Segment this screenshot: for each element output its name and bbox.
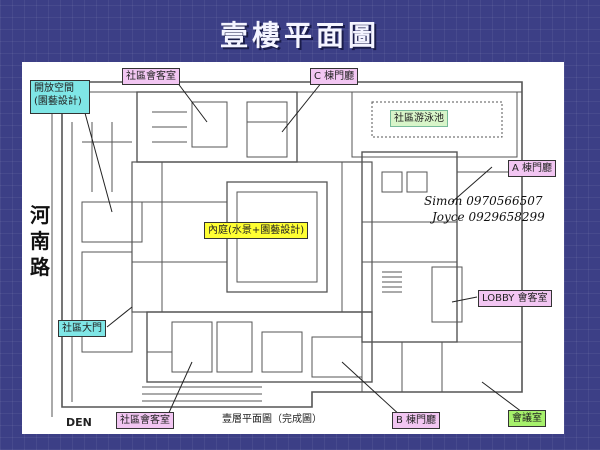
label-lobby-club-room: LOBBY 會客室 [478, 290, 552, 307]
label-open-space-line1: 開放空間 [34, 83, 74, 94]
label-meeting-room: 會議室 [508, 410, 546, 427]
contact-joyce: Joyce 0929658299 [432, 210, 545, 224]
floor-plan: 開放空間 (園藝設計) 社區會客室 C 棟門廳 社區游泳池 A 棟門廳 內庭(水… [22, 62, 564, 434]
label-pool: 社區游泳池 [390, 110, 448, 127]
contact-simon: Simon 0970566507 [424, 194, 543, 208]
label-club-room-top: 社區會客室 [122, 68, 180, 85]
floor-plan-drawing [51, 81, 523, 418]
label-open-space-line2: (園藝設計) [34, 96, 82, 107]
label-main-gate: 社區大門 [58, 320, 106, 337]
road-name: 河南路 [30, 203, 50, 279]
label-open-space: 開放空間 (園藝設計) [30, 80, 90, 114]
label-c-lobby: C 棟門廳 [310, 68, 359, 85]
plan-caption: 壹層平面圖（完成圖） [222, 414, 322, 425]
label-a-lobby: A 棟門廳 [508, 160, 557, 177]
den-label: DEN [66, 416, 92, 429]
page-title: 壹樓平面圖 [219, 19, 380, 52]
label-b-lobby: B 棟門廳 [392, 412, 441, 429]
label-club-room-bottom: 社區會客室 [116, 412, 174, 429]
label-courtyard: 內庭(水景+園藝設計) [204, 222, 309, 239]
